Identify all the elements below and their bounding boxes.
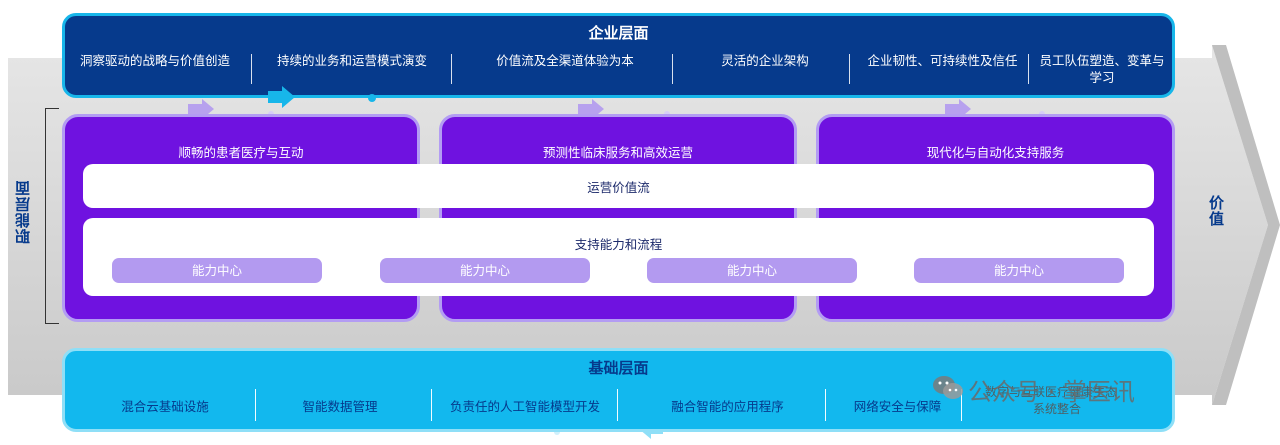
divider [672, 54, 673, 84]
watermark-text: 公众号 · 掌医讯 [968, 378, 1135, 406]
enterprise-item: 员工队伍塑造、变革与学习 [1039, 53, 1165, 85]
enterprise-item: 灵活的企业架构 [721, 53, 809, 68]
divider [255, 389, 256, 421]
foundation-item-line: 系统整合 [1033, 402, 1082, 416]
foundation-layer-title: 基础层面 [588, 359, 649, 377]
foundation-layer-panel: 基础层面 混合云基础设施 智能数据管理 负责任的人工智能模型开发 融合智能的应用… [62, 348, 1175, 432]
foundation-item: 混合云基础设施 [121, 399, 209, 414]
divider [849, 54, 850, 84]
divider [251, 54, 252, 84]
foundation-item: 智能数据管理 [302, 399, 378, 414]
pillar-title: 现代化与自动化支持服务 [926, 145, 1065, 160]
enterprise-item: 价值流及全渠道体验为本 [496, 53, 634, 68]
foundation-item-line: 数字与互联医疗健康生态 [985, 385, 1118, 399]
divider [451, 54, 452, 84]
capability-center: 能力中心 [914, 258, 1124, 283]
enterprise-item: 持续的业务和运营模式演变 [276, 53, 427, 68]
capability-center: 能力中心 [647, 258, 857, 283]
divider [1028, 54, 1029, 84]
capability-center: 能力中心 [380, 258, 590, 283]
enterprise-item: 企业韧性、可持续性及信任 [867, 53, 1018, 68]
capabilities-bar: 支持能力和流程 [83, 218, 1154, 296]
foundation-item: 融合智能的应用程序 [671, 399, 784, 414]
enterprise-layer-title: 企业层面 [588, 24, 649, 42]
pillar-title: 预测性临床服务和高效运营 [542, 145, 693, 160]
foundation-item: 负责任的人工智能模型开发 [449, 399, 600, 414]
pillar-title: 顺畅的患者医疗与互动 [178, 145, 304, 160]
value-stream-label: 运营价值流 [587, 180, 650, 195]
divider [431, 389, 432, 421]
value-stream-bar: 运营价值流 [83, 164, 1154, 208]
capability-center: 能力中心 [112, 258, 322, 283]
functional-bracket [45, 108, 59, 324]
connector-dot [368, 94, 376, 102]
capabilities-title: 支持能力和流程 [574, 237, 663, 252]
foundation-item-overlapped: 数字与互联医疗健康生态 系统整合 [985, 384, 1117, 418]
functional-layer-label: 职能层面 [14, 180, 32, 244]
divider [617, 389, 618, 421]
value-label: 价值 [1207, 195, 1225, 227]
arrow-right-icon [268, 86, 295, 108]
wechat-icon [932, 374, 964, 402]
enterprise-layer-panel: 企业层面 洞察驱动的战略与价值创造 持续的业务和运营模式演变 价值流及全渠道体验… [62, 13, 1175, 98]
enterprise-item: 洞察驱动的战略与价值创造 [79, 53, 230, 68]
foundation-item: 网络安全与保障 [853, 399, 942, 414]
divider [825, 389, 826, 421]
divider [961, 389, 962, 421]
